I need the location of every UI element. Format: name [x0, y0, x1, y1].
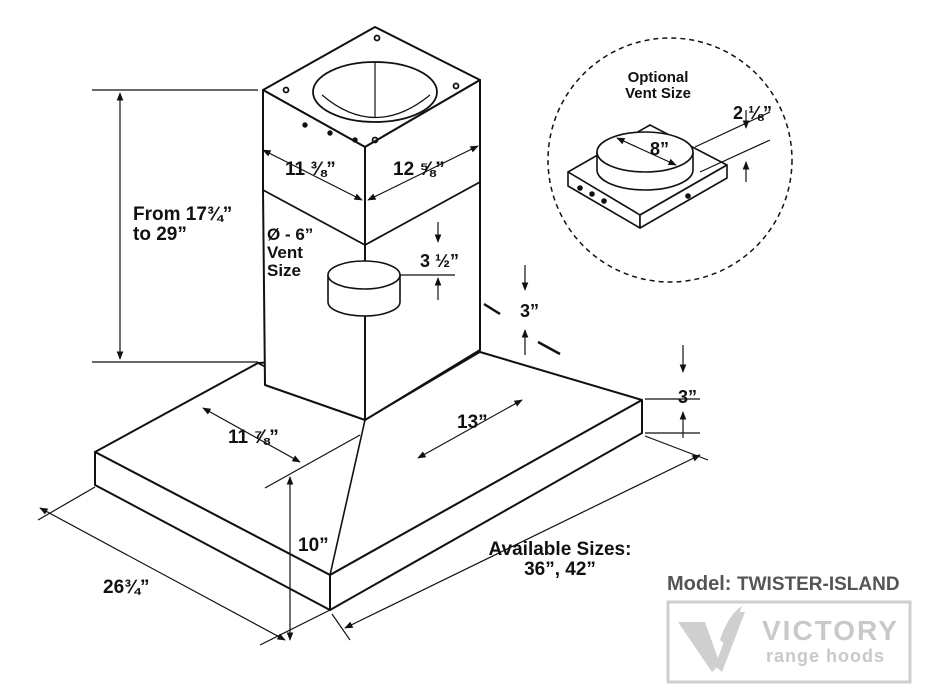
logo-mark-icon [678, 606, 745, 672]
chimney [262, 26, 481, 421]
available-sizes-label: Available Sizes: 36”, 42” [488, 539, 632, 580]
overall-depth-label: 26¾” [103, 577, 150, 598]
brand-name: VICTORY [762, 615, 899, 646]
body-offset-label: 3” [520, 301, 540, 321]
victory-logo [666, 600, 912, 684]
chimney-depth-label: 12 ⅝” [393, 159, 445, 180]
vent-size-label: Ø - 6” Vent Size [267, 225, 314, 280]
brand-tagline: range hoods [766, 646, 886, 666]
optional-vent-inset [547, 37, 793, 283]
dimension-lines [37, 89, 709, 646]
model-name: TWISTER-ISLAND [737, 574, 900, 595]
chimney-width-label: 11 ⅜” [285, 159, 336, 180]
model-prefix: Model: [667, 573, 732, 595]
canopy-thickness-label: 3” [678, 387, 698, 407]
vent-collar [327, 260, 401, 317]
optional-diameter-label: 8” [650, 139, 670, 159]
model-label: Model: TWISTER-ISLAND [667, 573, 900, 596]
height-range-label: From 17¾” to 29” [133, 204, 233, 245]
optional-vent-label: Optional Vent Size [625, 69, 691, 102]
chimney-top-opening [282, 34, 460, 144]
collar-height-label: 3 ½” [420, 251, 460, 271]
lower-depth-label: 13” [457, 412, 488, 433]
canopy-height-label: 10” [298, 535, 329, 556]
lower-width-label: 11 ⅞” [228, 427, 279, 448]
optional-height-label: 2 ⅛” [733, 103, 773, 123]
